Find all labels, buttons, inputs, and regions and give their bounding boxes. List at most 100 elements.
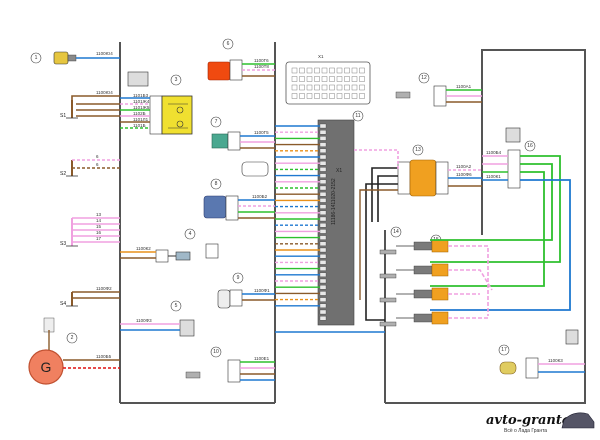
ecu-to-right-wires	[275, 149, 399, 333]
component-number: 1	[35, 55, 38, 61]
socket-pin	[344, 67, 350, 74]
socket-pin	[321, 76, 328, 82]
socket-pin	[351, 84, 358, 91]
component-number: 6	[227, 41, 230, 47]
component-16-connector[interactable]: 16 1100Б4 1100К1	[430, 127, 571, 311]
component-8-throttle[interactable]: 8 1100Б2	[203, 161, 275, 221]
component-2-generator[interactable]: 2 G 1100Б5	[28, 317, 120, 385]
ecu-pin	[319, 216, 327, 222]
coil-body	[413, 241, 433, 251]
ground-s4-label: S4	[60, 301, 66, 307]
wire-label: 1100Ф1	[254, 288, 270, 293]
component-number: 13	[415, 147, 421, 153]
ecu-pin	[319, 297, 327, 302]
ground-s3-label: S3	[60, 241, 66, 247]
component-number: 16	[527, 143, 533, 149]
socket-pin	[314, 84, 320, 91]
ecu-pin	[319, 241, 327, 246]
wire-label: 1100А1	[456, 84, 472, 89]
wire-label: 1101Б	[133, 123, 146, 128]
socket-pin	[336, 84, 343, 91]
s1-wires	[71, 95, 120, 117]
ecu-block[interactable]: 11186-1411020-2152 X1 11	[317, 110, 364, 326]
component-number: 2	[71, 335, 74, 341]
ecu-pin	[319, 223, 327, 228]
socket-pin	[359, 67, 365, 74]
socket-pin	[351, 67, 358, 74]
component-number: 17	[501, 347, 507, 353]
component-7-sensor[interactable]: 7 1100Г5	[210, 116, 275, 151]
coil-head	[431, 311, 449, 325]
component-number: 9	[237, 275, 240, 281]
wire-label: 1101Б3	[133, 93, 149, 98]
coil-body	[413, 313, 433, 323]
wire-label: 1100Б2	[252, 194, 268, 199]
wire-label: 1100Ф2	[96, 286, 112, 291]
wire-label: 6	[96, 162, 99, 167]
wire-label: 1102Б	[133, 111, 146, 116]
component-6-relay[interactable]: 6 1100Г6 1100Т8	[207, 38, 275, 81]
component-4-sensor[interactable]: 4 1100К2	[120, 228, 219, 263]
ecu-pin	[319, 309, 327, 315]
socket-pin	[344, 76, 350, 82]
socket-pin	[299, 84, 305, 91]
socket-pin	[351, 93, 358, 99]
socket-pin	[336, 67, 343, 74]
socket-pin	[359, 76, 365, 82]
component-13-module[interactable]: 13 1100А2 1100Ф6	[359, 144, 482, 321]
socket-pin	[351, 76, 358, 82]
socket-pin	[329, 76, 335, 82]
component-5-connector[interactable]: 5 1100Ф3	[120, 300, 195, 337]
wire-label: 1100К3	[548, 358, 563, 363]
ecu-pin	[319, 272, 327, 277]
socket-pin	[306, 76, 313, 82]
socket-pin	[321, 84, 328, 91]
ecu-pin	[319, 235, 327, 240]
socket-pin	[359, 84, 365, 91]
wire-label: 1100Ф3	[136, 318, 152, 323]
socket-pin	[299, 93, 305, 99]
wire-label: 1100Ю4	[96, 90, 113, 95]
wire-label: 1100Т8	[254, 64, 269, 69]
ecu-pin	[319, 161, 327, 166]
component-12-lambda[interactable]: 12 1100А1	[395, 72, 482, 107]
wire-label: 1100Б4	[486, 150, 502, 155]
ecu-pin	[319, 192, 327, 197]
x1-label: X1	[318, 54, 324, 59]
coil-body	[413, 265, 433, 275]
socket-pin	[291, 67, 298, 74]
ecu-pin	[319, 285, 327, 290]
component-14-plugs[interactable]: 14	[379, 226, 402, 327]
component-9-sensor[interactable]: 9 1100Ф1	[217, 272, 275, 309]
socket-pin	[329, 84, 335, 91]
component-17-sensor[interactable]: 17 1100К3	[498, 329, 585, 379]
socket-pin	[299, 67, 305, 74]
socket-pin	[336, 76, 343, 82]
component-10-lambda[interactable]: 10 1100Е1	[185, 346, 275, 383]
component-number: 10	[213, 349, 219, 355]
coil-head	[431, 239, 449, 253]
x1-socket-view: X1	[285, 54, 371, 105]
socket-pin	[321, 67, 328, 74]
socket-pin	[306, 93, 313, 99]
socket-pin	[291, 76, 298, 82]
component-3-block[interactable]: 3 1101Б3 1101Ж4 1101Ж5 1102Б 1101Л1 1101…	[120, 71, 193, 135]
wire-label: 1101Ж4	[133, 99, 150, 104]
ecu-pin	[319, 266, 327, 271]
ecu-pin	[319, 179, 327, 184]
coil-signal-bus	[448, 245, 493, 319]
component-1-sensor[interactable]: 1 1100Ю4	[30, 51, 120, 65]
ecu-pin	[319, 260, 327, 265]
ecu-pin	[319, 136, 327, 141]
coil-body	[413, 289, 433, 299]
ground-s2: S2	[60, 160, 78, 177]
ecu-connector-label: X1	[336, 168, 342, 174]
ecu-pin	[319, 278, 327, 284]
wire-label: 6	[96, 154, 99, 159]
socket-pin	[314, 76, 320, 82]
ecu-pin	[319, 142, 327, 147]
ecu-number: 11	[355, 113, 360, 119]
component-number: 4	[189, 231, 192, 237]
ecu-pin	[319, 291, 327, 296]
